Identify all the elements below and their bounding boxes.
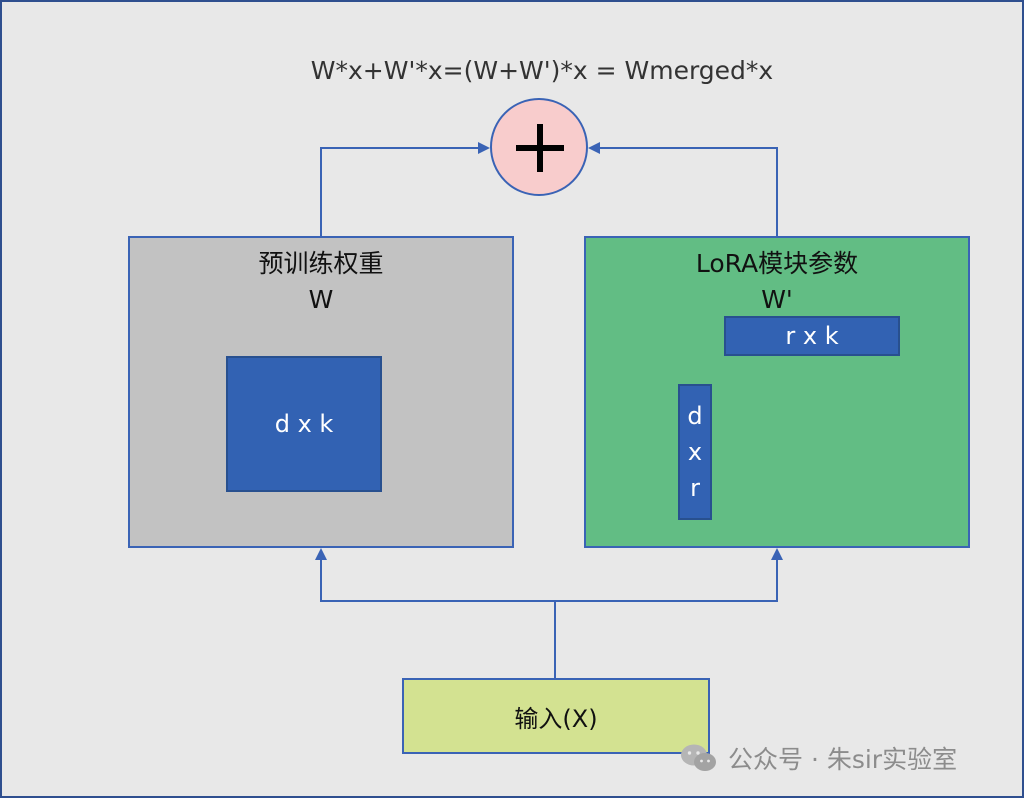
- lora-title: LoRA模块参数: [695, 249, 859, 278]
- plus-node: [490, 98, 588, 196]
- watermark: 公众号 · 朱sir实验室: [680, 740, 957, 776]
- pretrained-title: 预训练权重: [258, 249, 384, 278]
- watermark-text: 公众号 · 朱sir实验室: [728, 745, 958, 774]
- wechat-icon: [681, 744, 716, 771]
- merge-formula: W*x+W'*x=(W+W')*x = Wmerged*x: [310, 56, 774, 85]
- input-block: 输入(X): [402, 678, 710, 754]
- matrix-r-x-k: r x k: [724, 316, 900, 356]
- wire-pretrained-to-plus: [320, 142, 490, 236]
- matrix-d-x-r-char: d: [687, 402, 703, 430]
- matrix-d-x-r: d x r: [678, 384, 712, 520]
- wire-lora-to-plus: [588, 142, 778, 236]
- pretrained-symbol: W: [308, 285, 334, 314]
- lora-module-block: LoRA模块参数 W' r x k d x r: [584, 236, 970, 548]
- matrix-d-x-r-char: r: [690, 474, 700, 502]
- wire-input-to-pretrained: [315, 548, 555, 602]
- pretrained-weights-block: 预训练权重 W d x k: [128, 236, 514, 548]
- matrix-d-x-r-char: x: [687, 438, 703, 466]
- wire-input-to-lora: [555, 548, 783, 602]
- matrix-d-x-k: d x k: [226, 356, 382, 492]
- lora-symbol: W': [761, 285, 793, 314]
